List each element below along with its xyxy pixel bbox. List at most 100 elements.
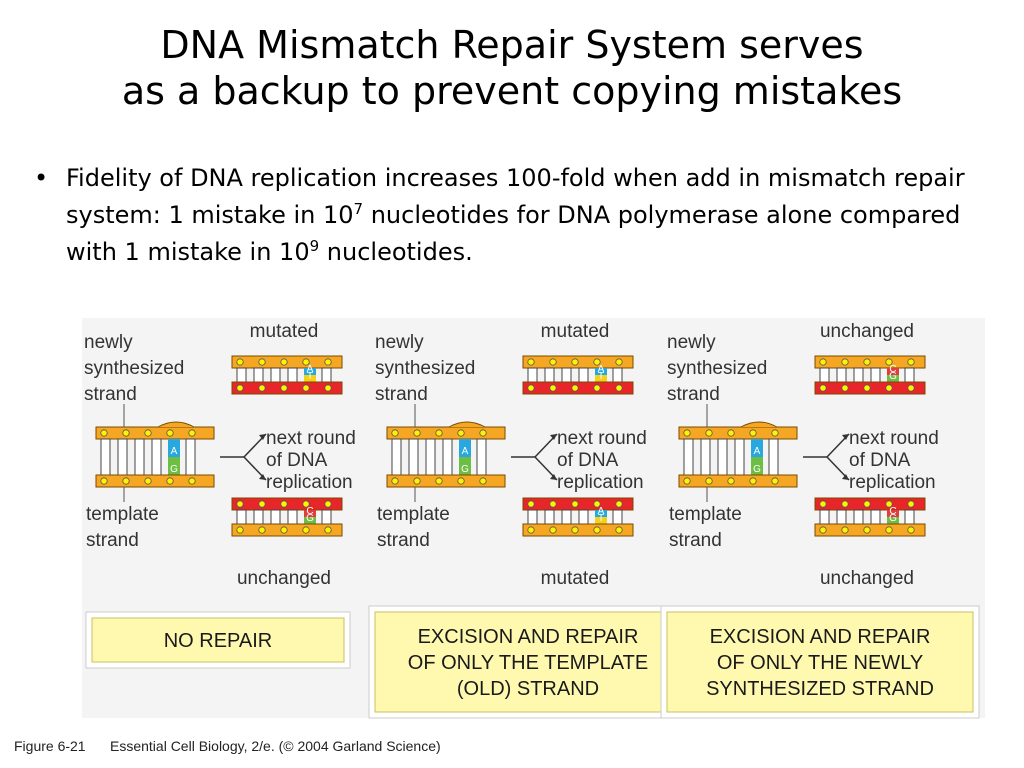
bottom-daughter-duplex: CG (814, 497, 926, 537)
phosphate-dot (549, 526, 557, 534)
base-A (459, 439, 471, 457)
base-pair-rung (270, 367, 281, 383)
phosphate-dot (324, 358, 332, 366)
phosphate-dot (144, 429, 152, 437)
phosphate-dot (549, 358, 557, 366)
phosphate-dot (236, 358, 244, 366)
figure-source: Essential Cell Biology, 2/e. (© 2004 Gar… (110, 738, 441, 754)
phosphate-dot (258, 500, 266, 508)
base-T (595, 517, 607, 524)
phosphate-dot (527, 526, 535, 534)
panel-3: newlysynthesizedstrandtemplatestrandAGne… (660, 321, 980, 719)
base-pair-rung (287, 367, 298, 383)
bottom-outcome-label: mutated (541, 568, 610, 589)
newly-synthesized-label: synthesized (84, 358, 184, 379)
repair-box-text: OF ONLY THE NEWLY (717, 652, 923, 674)
exponent-7: 7 (353, 200, 364, 218)
base-pair-rung (904, 367, 915, 383)
next-round-label: of DNA (849, 450, 911, 471)
phosphate-dot (863, 526, 871, 534)
template-strand-label: strand (377, 530, 430, 551)
base-pair-rung (734, 438, 745, 476)
phosphate-dot (771, 477, 779, 485)
phosphate-dot (907, 500, 915, 508)
title-line-1: DNA Mismatch Repair System serves (160, 23, 864, 67)
phosphate-dot (302, 526, 310, 534)
newly-synthesized-label: strand (375, 384, 428, 405)
phosphate-dot (593, 500, 601, 508)
template-strand-label: template (669, 504, 742, 525)
exponent-9: 9 (309, 237, 320, 255)
phosphate-dot (457, 429, 465, 437)
base-A (751, 439, 763, 457)
phosphate-dot (841, 500, 849, 508)
base-pair-rung (700, 438, 711, 476)
base-pair-rung (321, 367, 332, 383)
base-letter-G: G (889, 371, 897, 382)
phosphate-dot (683, 429, 691, 437)
phosphate-dot (144, 477, 152, 485)
base-pair-rung (853, 367, 864, 383)
repair-box (666, 611, 974, 713)
phosphate-dot (571, 526, 579, 534)
next-round-label: of DNA (266, 450, 328, 471)
base-letter-C: C (889, 506, 896, 517)
mismatch-repair-figure: newlysynthesizedstrandtemplatestrandAGne… (14, 318, 985, 754)
repair-box-text: EXCISION AND REPAIR (710, 626, 931, 648)
base-G (751, 457, 763, 475)
newly-synthesized-label: strand (667, 384, 720, 405)
base-pair-rung (476, 438, 487, 476)
phosphate-dot (100, 429, 108, 437)
phosphate-dot (727, 429, 735, 437)
phosphate-dot (302, 500, 310, 508)
next-round-label: next round (266, 428, 356, 449)
top-outcome-label: mutated (250, 321, 319, 342)
base-pair-rung (853, 509, 864, 525)
phosphate-dot (841, 384, 849, 392)
base-letter-A: A (462, 446, 469, 457)
mismatched-duplex: AG (95, 421, 215, 488)
top-daughter-duplex: CG (814, 355, 926, 395)
base-pair-rung (870, 367, 881, 383)
base-pair-rung (134, 438, 145, 476)
phosphate-dot (593, 526, 601, 534)
base-letter-G: G (306, 513, 314, 524)
base-letter-A: A (598, 364, 605, 375)
base-pair-rung (870, 509, 881, 525)
phosphate-dot (527, 384, 535, 392)
phosphate-dot (727, 477, 735, 485)
base-pair-rung (236, 367, 247, 383)
base-pair-rung (578, 367, 589, 383)
phosphate-dot (302, 358, 310, 366)
base-G (887, 375, 899, 382)
base-letter-A: A (307, 364, 314, 375)
newly-synthesized-label: newly (84, 332, 133, 353)
base-pair-rung (904, 509, 915, 525)
phosphate-dot (819, 526, 827, 534)
bullet-text-part-2: nucleotides for DNA polymerase alone com… (66, 201, 961, 266)
phosphate-dot (166, 477, 174, 485)
phosphate-dot (302, 384, 310, 392)
phosphate-dot (324, 526, 332, 534)
phosphate-dot (615, 358, 623, 366)
template-strand (386, 474, 506, 488)
phosphate-dot (819, 500, 827, 508)
panel-2: newlysynthesizedstrandtemplatestrandAGne… (368, 321, 688, 719)
base-letter-A: A (754, 446, 761, 457)
base-letter-A: A (171, 446, 178, 457)
next-round-label: replication (266, 472, 353, 493)
phosphate-dot (479, 429, 487, 437)
arrowhead (550, 474, 557, 480)
base-G (168, 457, 180, 475)
template-strand (95, 474, 215, 488)
mismatched-duplex: AG (678, 421, 798, 488)
base-A (304, 368, 316, 375)
phosphate-dot (324, 384, 332, 392)
base-pair-rung (236, 509, 247, 525)
mismatch-bulge (157, 421, 195, 428)
next-round-label: next round (557, 428, 647, 449)
figure-panels: newlysynthesizedstrandtemplatestrandAGne… (84, 321, 980, 719)
phosphate-dot (527, 358, 535, 366)
arrowhead (842, 434, 849, 440)
phosphate-dot (571, 384, 579, 392)
